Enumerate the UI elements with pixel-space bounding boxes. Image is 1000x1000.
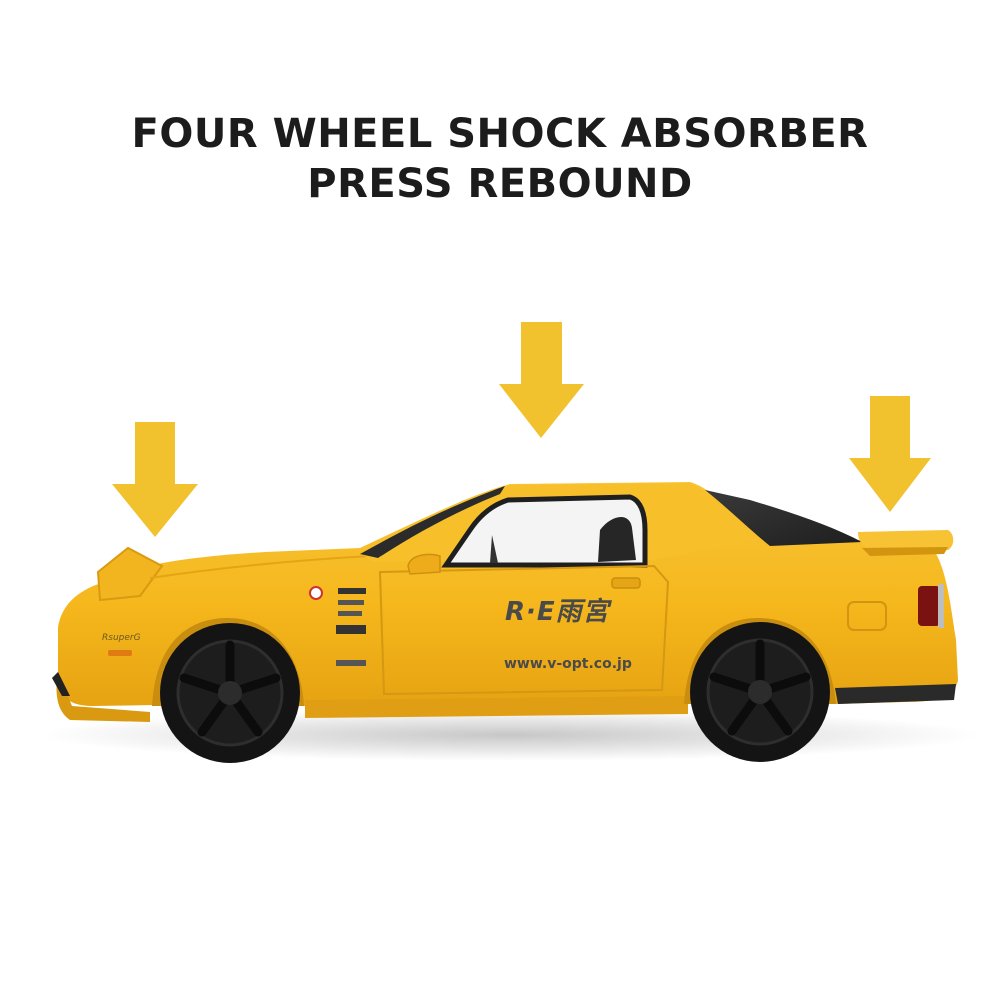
hood-line — [149, 555, 371, 579]
front-bumper — [56, 672, 150, 722]
rear-wheel — [690, 622, 830, 762]
url-decal: www.v-opt.co.jp — [504, 656, 632, 672]
front-marker-light — [108, 650, 132, 656]
door-outline — [378, 564, 670, 696]
rear-glass — [705, 490, 862, 546]
front-vent — [52, 672, 70, 696]
popup-headlight — [96, 546, 164, 602]
front-wheel — [160, 623, 300, 763]
rear-spoiler-shadow — [862, 547, 948, 556]
down-arrow-icon — [112, 422, 198, 537]
headline-line-2: PRESS REBOUND — [307, 161, 693, 207]
side-mirror — [407, 553, 441, 575]
window-pillar — [490, 535, 498, 563]
seat — [598, 516, 636, 562]
down-arrow-icon — [499, 322, 584, 438]
windshield — [360, 486, 505, 558]
fender-sponsor-decals — [309, 586, 366, 666]
rear-diffuser — [835, 684, 956, 704]
door-handle — [611, 577, 641, 589]
tail-light — [918, 586, 940, 626]
fuel-cap — [847, 601, 887, 631]
side-window — [441, 494, 648, 568]
front-fender-badge: RsuperG — [102, 633, 141, 643]
side-skirt — [305, 696, 688, 718]
tail-light-chrome — [938, 584, 944, 628]
rear-spoiler — [858, 530, 954, 552]
down-arrow-icon — [849, 396, 931, 512]
headline-line-1: FOUR WHEEL SHOCK ABSORBER — [131, 111, 869, 157]
amemiya-logo-decal: R·E雨宮 — [505, 597, 613, 627]
